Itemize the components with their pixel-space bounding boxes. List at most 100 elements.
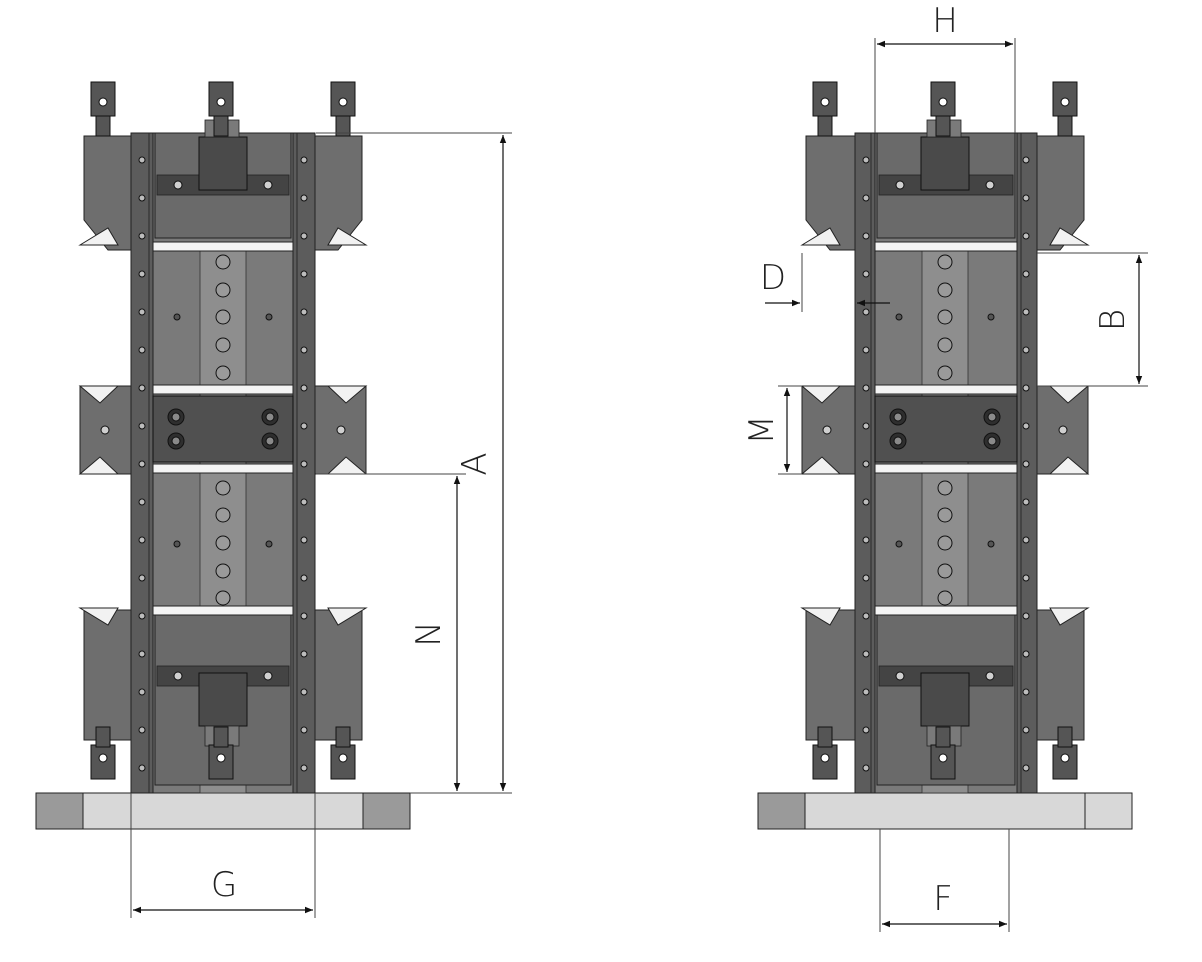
dimension-label-f: F xyxy=(933,879,953,919)
rail-dot xyxy=(300,384,308,392)
rail-dot xyxy=(138,194,146,202)
rail-dot xyxy=(1022,498,1030,506)
dimple xyxy=(215,282,231,298)
rail-dot xyxy=(1022,574,1030,582)
dimple xyxy=(215,309,231,325)
rail-dot xyxy=(138,308,146,316)
bottom-cylinder-block xyxy=(198,672,248,727)
clamp-bolt-head xyxy=(171,412,181,422)
rail-dot xyxy=(862,650,870,658)
housing-slot xyxy=(263,671,273,681)
dimple xyxy=(215,535,231,551)
rail-dot xyxy=(1022,688,1030,696)
rail-dot xyxy=(300,726,308,734)
dimple xyxy=(937,590,953,606)
lower-jaws xyxy=(800,607,1090,741)
side-dot xyxy=(895,313,903,321)
housing-slot xyxy=(985,671,995,681)
housing-slot xyxy=(173,180,183,190)
rail-dot xyxy=(138,688,146,696)
side-dot xyxy=(173,313,181,321)
rail-dot xyxy=(862,498,870,506)
dimple xyxy=(215,563,231,579)
side-dot xyxy=(265,313,273,321)
dimension-label-g: G xyxy=(211,865,237,905)
clamp-bolt-head xyxy=(171,436,181,446)
center-clamp-block xyxy=(874,395,1018,463)
rail-dot xyxy=(300,232,308,240)
dimple xyxy=(937,309,953,325)
rail-dot xyxy=(138,346,146,354)
left-vise-tower-view xyxy=(35,81,411,830)
dimple xyxy=(937,563,953,579)
rail-dot xyxy=(862,764,870,772)
upper-jaws xyxy=(78,135,368,251)
rail-dot xyxy=(862,232,870,240)
rail-dot xyxy=(138,422,146,430)
dimension-labels: A N G H F B M D xyxy=(211,1,1133,919)
rail-dot xyxy=(862,460,870,468)
rail-dot xyxy=(862,346,870,354)
rail-dot xyxy=(1022,422,1030,430)
rail-dot xyxy=(1022,156,1030,164)
jaw-hole xyxy=(336,425,346,435)
dimple xyxy=(937,480,953,496)
rail-dot xyxy=(300,612,308,620)
rail-dot xyxy=(862,270,870,278)
dimension-label-b: B xyxy=(1093,309,1133,331)
separator-bars xyxy=(874,241,1018,616)
rail-dot xyxy=(138,232,146,240)
rail-dot xyxy=(862,156,870,164)
rail-dot xyxy=(138,460,146,468)
rail-dot xyxy=(300,308,308,316)
housing-slot xyxy=(173,671,183,681)
dimension-label-h: H xyxy=(932,1,958,41)
rail-dot xyxy=(300,650,308,658)
jaw-hole xyxy=(100,425,110,435)
dimension-label-n: N xyxy=(409,621,449,646)
base-plate xyxy=(757,792,1133,830)
rail-dot xyxy=(138,574,146,582)
rail-dot xyxy=(300,346,308,354)
dimension-label-a: A xyxy=(455,452,495,475)
rail-dot xyxy=(1022,308,1030,316)
top-cylinder-block xyxy=(198,136,248,191)
dimple xyxy=(937,337,953,353)
rail-dot xyxy=(862,726,870,734)
mounting-holes xyxy=(100,156,1068,772)
rail-dot xyxy=(300,156,308,164)
dimple xyxy=(937,254,953,270)
clamp-bolt-head xyxy=(265,412,275,422)
rail-dot xyxy=(138,156,146,164)
upper-jaws xyxy=(800,135,1090,251)
housing-slot xyxy=(985,180,995,190)
dimension-lines xyxy=(130,38,1148,932)
right-vise-tower-view xyxy=(757,81,1133,830)
clamp-bolt-head xyxy=(987,412,997,422)
housing-slot xyxy=(895,180,905,190)
rail-dot xyxy=(138,726,146,734)
rail-dot xyxy=(862,194,870,202)
dimple xyxy=(215,254,231,270)
dimple xyxy=(937,365,953,381)
rail-dot xyxy=(300,536,308,544)
rail-dot xyxy=(1022,536,1030,544)
dimple xyxy=(215,480,231,496)
rail-dot xyxy=(1022,612,1030,620)
rail-dot xyxy=(1022,726,1030,734)
bottom-cylinder-block xyxy=(920,672,970,727)
rail-dot xyxy=(300,422,308,430)
rail-dot xyxy=(862,422,870,430)
rail-dot xyxy=(138,384,146,392)
rail-dot xyxy=(1022,764,1030,772)
dimple xyxy=(937,535,953,551)
rail-dot xyxy=(862,536,870,544)
jaw-hole xyxy=(1058,425,1068,435)
side-dot xyxy=(987,313,995,321)
rail-dot xyxy=(300,194,308,202)
side-dot xyxy=(987,540,995,548)
dimple xyxy=(215,337,231,353)
rail-dot xyxy=(862,688,870,696)
rail-dot xyxy=(300,764,308,772)
